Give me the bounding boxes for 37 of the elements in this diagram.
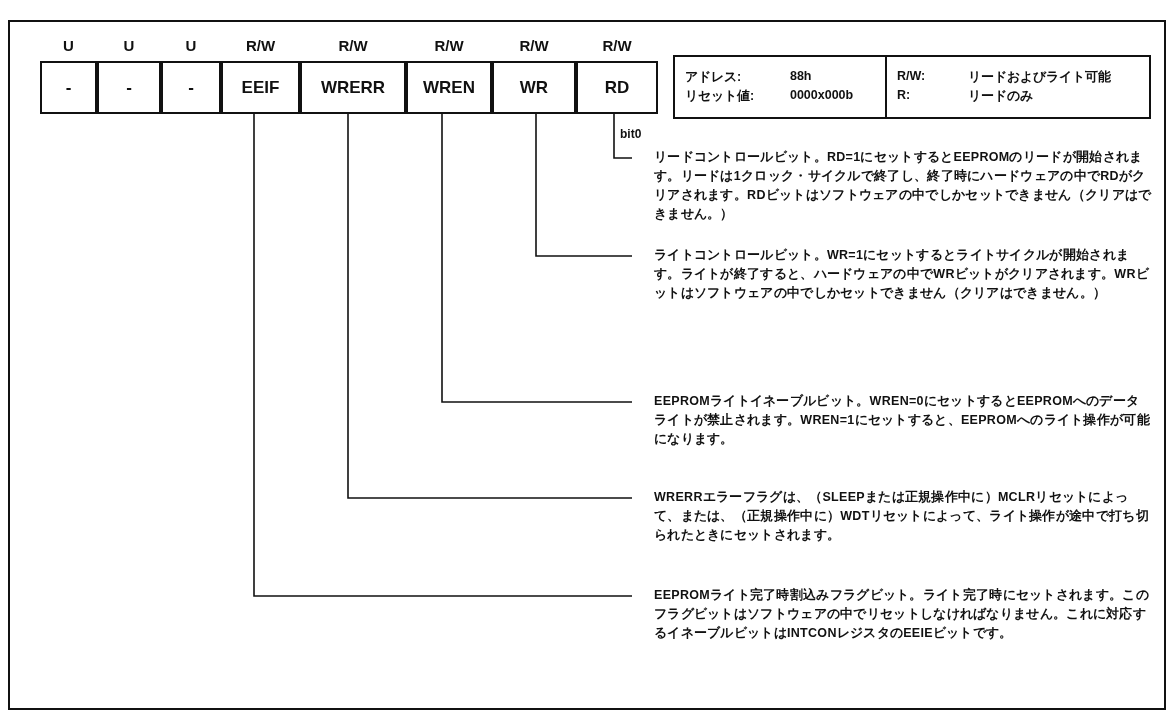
field-value: 88h	[789, 69, 813, 85]
register-bit-cell: -	[97, 61, 161, 114]
description-text: WRERRエラーフラグは、（SLEEPまたは正規操作中に）MCLRリセットによって、または、（正規操作中に）WDTリセットによって、ライト操作が途中で打ち切られたときにセットされます。	[654, 489, 1150, 544]
field-label: リセット値:	[685, 88, 756, 105]
description-text: EEPROMライトイネーブルビット。WREN=0にセットするとEEPROMへのデータライトが禁止されます。WREN=1にセットすると、EEPROMへのライト操作が可能になります。	[654, 393, 1151, 448]
leader-line	[347, 113, 633, 499]
access-type: U	[122, 37, 136, 54]
register-bit-cell: WRERR	[300, 61, 406, 114]
leader-line	[253, 113, 633, 597]
bit-number: bit0	[620, 127, 642, 141]
access-type: U	[62, 37, 75, 54]
field-label: R:	[897, 88, 912, 104]
access-type: R/W	[601, 37, 633, 54]
register-bit-cell: WR	[492, 61, 576, 114]
description-text: リードコントロールビット。RD=1にセットするとEEPROMのリードが開始されます。リードは1クロック・サイクルで終了し、終了時にハードウェアの中でRDがクリアされます。RDビットはソフトウェアの中でしかセットできません（クリアはできません。）	[654, 149, 1152, 223]
access-type: R/W	[337, 37, 369, 54]
register-bit-cell: RD	[576, 61, 658, 114]
register-bit-cell: -	[40, 61, 97, 114]
leader-line	[613, 113, 633, 159]
leader-line	[535, 113, 633, 257]
field-value: リードおよびライト可能	[967, 69, 1112, 86]
register-info-cell	[673, 55, 887, 119]
leader-line	[441, 113, 633, 403]
register-bit-cell: -	[161, 61, 221, 114]
register-bit-cell: WREN	[406, 61, 492, 114]
access-type: U	[184, 37, 198, 54]
register-info-cell	[885, 55, 1151, 119]
access-type: R/W	[518, 37, 550, 54]
register-bit-cell: EEIF	[221, 61, 300, 114]
field-value: リードのみ	[967, 88, 1034, 105]
description-text: ライトコントロールビット。WR=1にセットするとライトサイクルが開始されます。ライトが終了すると、ハードウェアの中でWRビットがクリアされます。WRビットはソフトウェアの中でしかセットできません（クリアはできません。）	[654, 247, 1151, 302]
field-label: R/W:	[897, 69, 927, 85]
field-label: アドレス:	[685, 69, 743, 86]
field-value: 0000x000b	[789, 88, 855, 104]
access-type: R/W	[244, 37, 277, 54]
description-text: EEPROMライト完了時割込みフラグビット。ライト完了時にセットされます。このフラグビットはソフトウェアの中でリセットしなければなりません。これに対応するイネーブルビットはINTCONレジスタのEEIEビットです。	[654, 586, 1150, 642]
access-type: R/W	[433, 37, 465, 54]
